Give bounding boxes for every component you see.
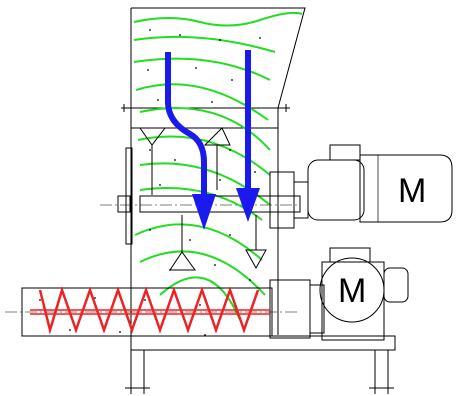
screw-conveyor <box>5 285 300 337</box>
agitator-paddles <box>117 127 301 271</box>
flow-arrow-left <box>165 52 216 230</box>
motor-bottom-label: M <box>338 272 366 310</box>
lower-motor: M <box>269 247 409 341</box>
material-speckles <box>39 29 261 336</box>
flow-arrow-right <box>236 50 260 222</box>
motor-top-label: M <box>398 172 426 210</box>
upper-motor: M <box>269 144 453 229</box>
material-flow-lines <box>133 11 303 321</box>
base-frame <box>125 335 396 394</box>
